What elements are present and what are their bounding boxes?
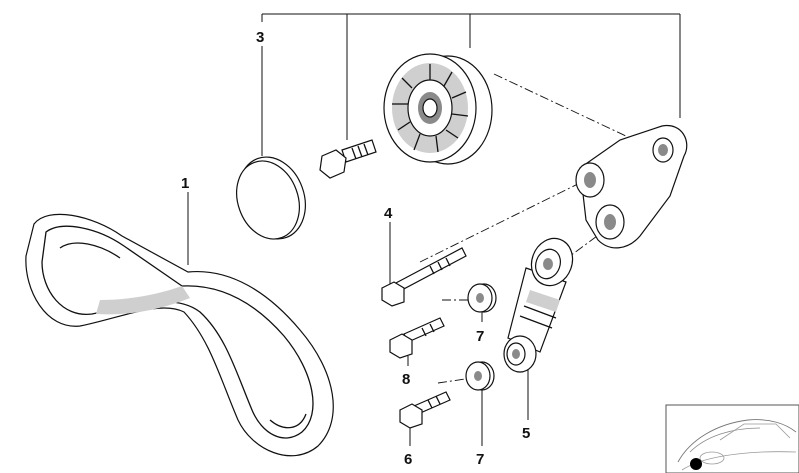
lower-washer: [465, 361, 495, 391]
mid-bolt: [389, 317, 445, 359]
location-marker: [690, 458, 702, 470]
drive-belt: [25, 213, 334, 457]
pulley-bolt: [319, 139, 377, 179]
callout-lower-washer: 7: [476, 451, 484, 468]
tensioner-bracket: [575, 124, 688, 249]
upper-washer: [467, 283, 497, 313]
cap: [236, 156, 306, 240]
lower-bolt: [399, 391, 451, 429]
callout-leaders: [187, 46, 529, 446]
callout-mid-bolt: 8: [402, 371, 410, 388]
top-bracket: [261, 13, 681, 140]
callout-belt: 1: [181, 175, 189, 192]
callout-lower-bolt: 6: [404, 451, 412, 468]
callout-tensioner: 5: [522, 425, 530, 442]
idler-pulley: [383, 53, 493, 165]
tensioner: [503, 237, 574, 373]
callout-upper-washer: 7: [476, 328, 484, 345]
car-location-thumbnail: [665, 404, 799, 473]
callout-long-bolt: 4: [384, 205, 393, 222]
callout-cap: 3: [256, 29, 264, 46]
long-bolt: [381, 247, 467, 307]
